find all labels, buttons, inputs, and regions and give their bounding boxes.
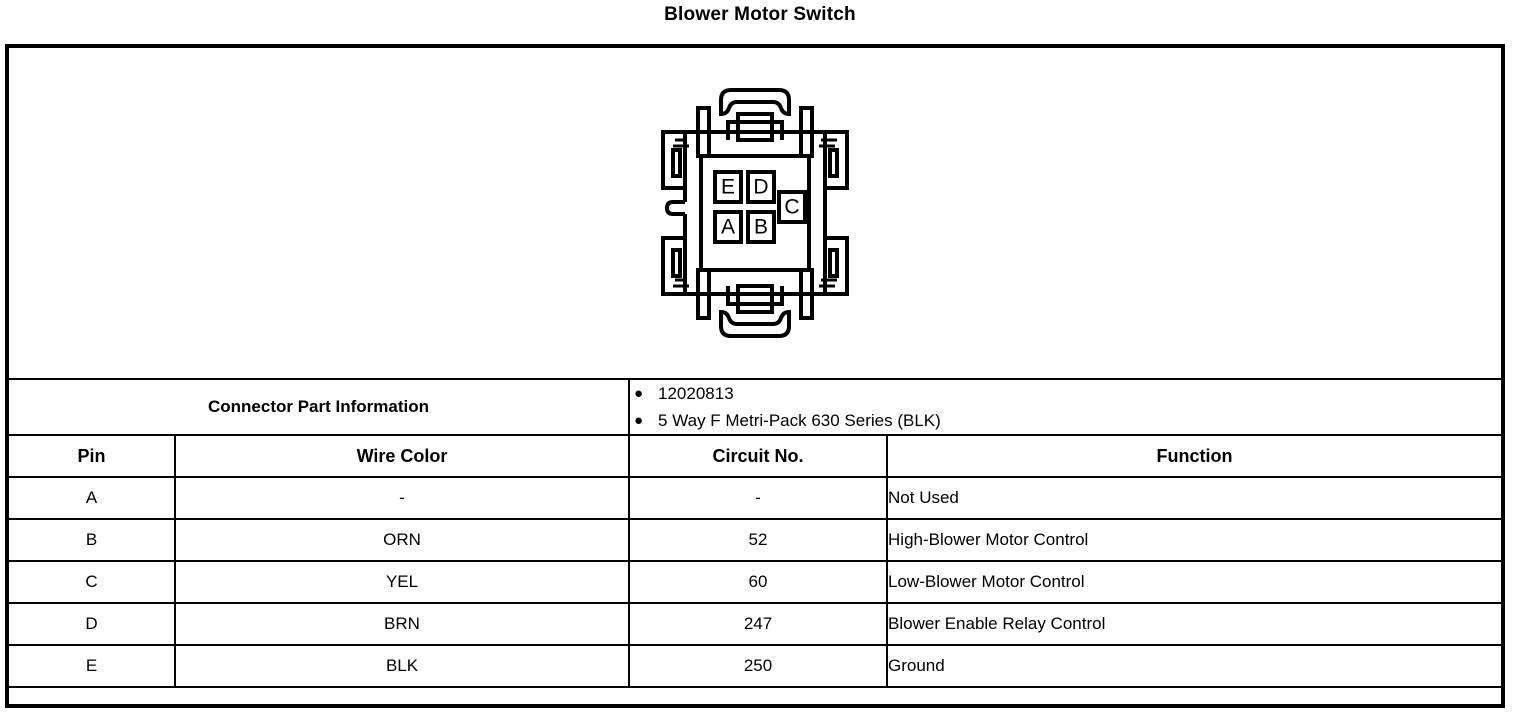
hatch-right-lower [819, 278, 837, 288]
diagram-frame: E D A B C Connector Part Information ● [5, 44, 1505, 708]
cell-circuit-no: 247 [628, 602, 889, 646]
table-row: E BLK 250 Ground [9, 644, 1502, 688]
cell-pin: B [9, 518, 176, 562]
cell-circuit-no: 52 [628, 518, 889, 562]
cavity-label-A: A [721, 216, 735, 239]
bottom-latch-notch [736, 284, 774, 314]
cavity-label-D: D [753, 176, 768, 199]
cell-wire-color: BLK [173, 644, 631, 688]
cell-circuit-no: - [628, 476, 889, 520]
connector-part-information-row: Connector Part Information ● 12020813 ● … [9, 378, 1502, 436]
cavity-E [713, 170, 743, 204]
hatch-right-upper [819, 138, 837, 148]
cavity-label-B: B [754, 216, 768, 239]
cell-circuit-no: 60 [628, 560, 889, 604]
connector-body-face [699, 154, 811, 272]
top-latch-hood [719, 88, 791, 117]
shell-tie-bars [685, 130, 825, 296]
wing-right-upper [825, 130, 849, 190]
cavity-D [746, 170, 776, 204]
cavity-C [777, 190, 807, 224]
column-header-circuit-no: Circuit No. [628, 434, 889, 478]
slot-right-upper [828, 148, 839, 178]
connector-diagram: E D A B C [645, 84, 865, 342]
column-header-function: Function [886, 434, 1502, 478]
column-header-pin: Pin [9, 434, 176, 478]
cell-function: Blower Enable Relay Control [886, 602, 1502, 646]
cavity-B [746, 210, 776, 244]
cell-function: Low-Blower Motor Control [886, 560, 1502, 604]
slot-left-lower [671, 248, 682, 278]
cell-wire-color: - [173, 476, 631, 520]
cavity-label-E: E [721, 176, 735, 199]
cell-wire-color: ORN [173, 518, 631, 562]
table-row: C YEL 60 Low-Blower Motor Control [9, 560, 1502, 604]
wing-left-upper [661, 130, 685, 190]
table-row: A - - Not Used [9, 476, 1502, 520]
connector-part-information-values: ● 12020813 ● 5 Way F Metri-Pack 630 Seri… [628, 378, 1502, 436]
bullet-icon: ● [634, 385, 644, 402]
cell-circuit-no: 250 [628, 644, 889, 688]
cell-function: Not Used [886, 476, 1502, 520]
part-info-item: ● 12020813 [630, 380, 1501, 407]
connector-illustration-area: E D A B C [9, 48, 1501, 378]
table-row: B ORN 52 High-Blower Motor Control [9, 518, 1502, 562]
cavity-label-C: C [784, 196, 799, 219]
bottom-latch-hood [719, 309, 791, 338]
cell-function: High-Blower Motor Control [886, 518, 1502, 562]
wing-left-lower [661, 236, 685, 296]
table-header-row: Pin Wire Color Circuit No. Function [9, 434, 1502, 478]
slot-left-upper [671, 148, 682, 178]
bullet-icon: ● [634, 412, 644, 429]
cell-function: Ground [886, 644, 1502, 688]
part-info-text: 12020813 [658, 384, 734, 403]
wing-right-lower [825, 236, 849, 296]
cell-pin: A [9, 476, 176, 520]
cell-wire-color: YEL [173, 560, 631, 604]
page-title: Blower Motor Switch [664, 4, 856, 25]
part-info-item: ● 5 Way F Metri-Pack 630 Series (BLK) [630, 407, 1501, 434]
cell-pin: E [9, 644, 176, 688]
cavity-A [713, 210, 743, 244]
table-row: D BRN 247 Blower Enable Relay Control [9, 602, 1502, 646]
part-info-text: 5 Way F Metri-Pack 630 Series (BLK) [658, 411, 941, 430]
top-latch-notch [736, 112, 774, 142]
slot-right-lower [828, 248, 839, 278]
nub-left [664, 200, 685, 216]
cell-pin: D [9, 602, 176, 646]
cell-wire-color: BRN [173, 602, 631, 646]
connector-part-information-label: Connector Part Information [9, 378, 631, 436]
connector-pinout-table: Connector Part Information ● 12020813 ● … [9, 378, 1502, 688]
cell-pin: C [9, 560, 176, 604]
column-header-wire-color: Wire Color [173, 434, 631, 478]
